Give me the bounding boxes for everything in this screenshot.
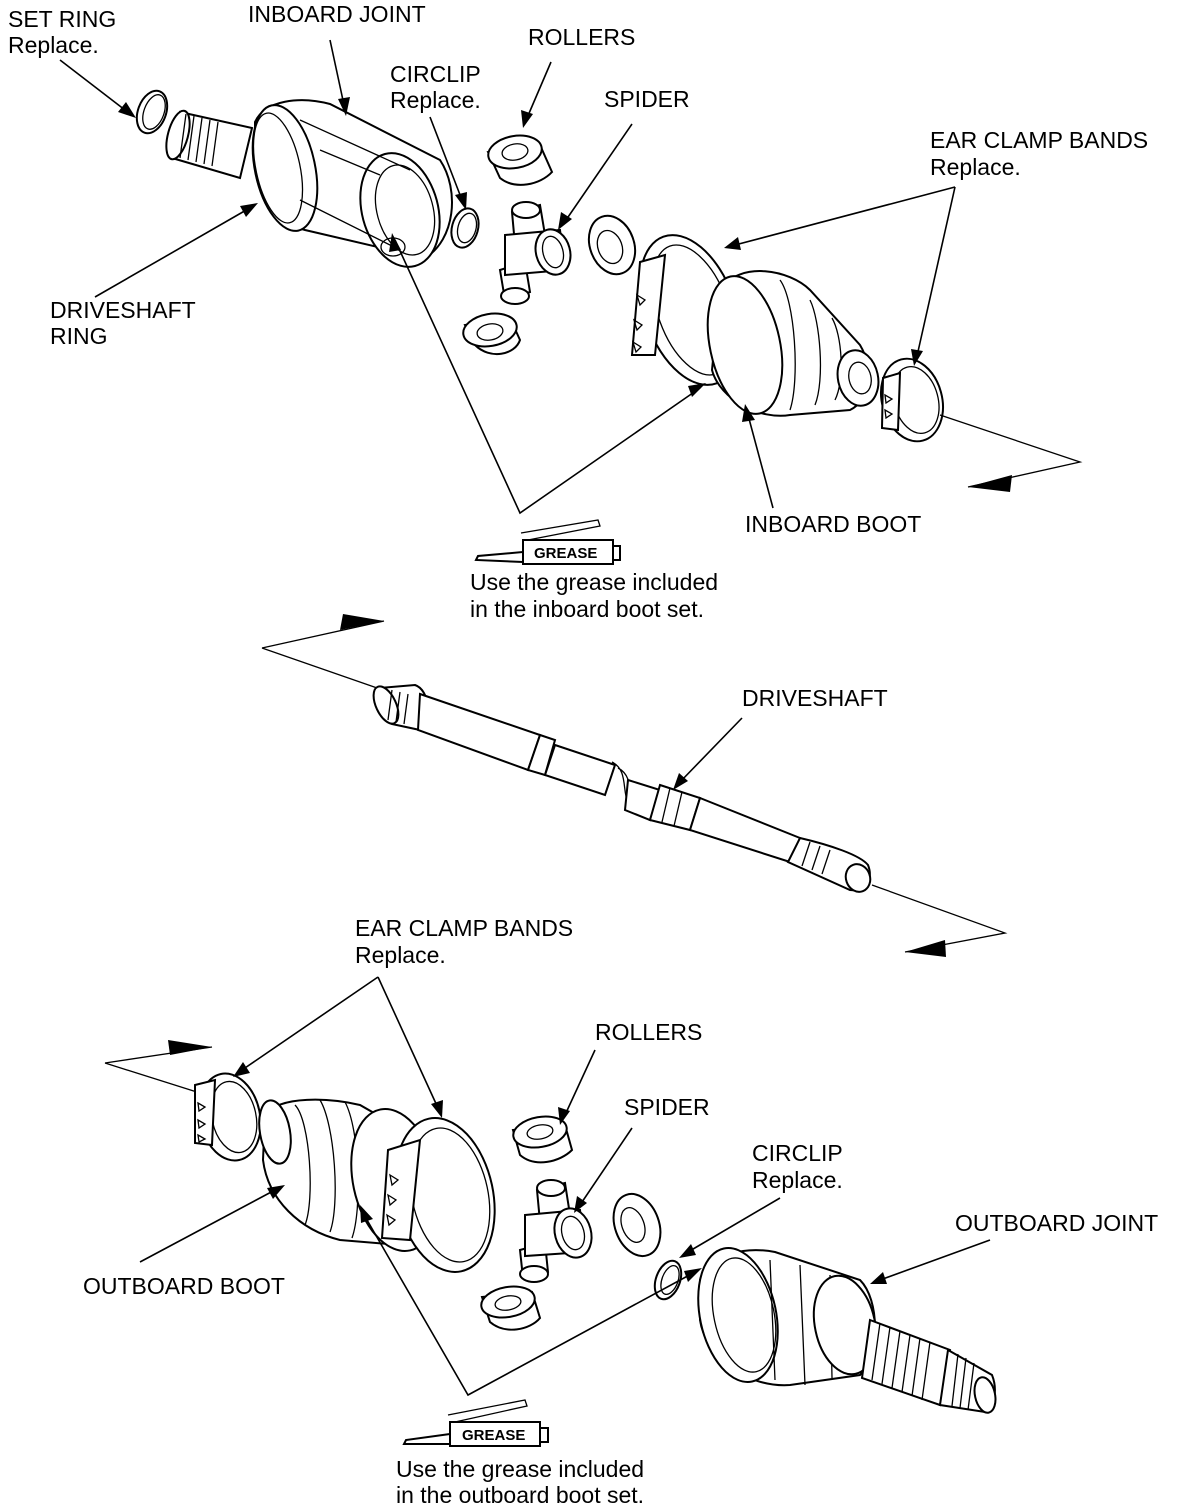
spider-top (498, 201, 572, 305)
label-ear-clamp-bottom: EAR CLAMP BANDS (355, 915, 573, 941)
driveshaft (372, 683, 872, 893)
label-grease-bottom-1: Use the grease included (396, 1456, 644, 1482)
label-circlip-bottom: CIRCLIP (752, 1140, 843, 1166)
label-circlip-bottom-note: Replace. (752, 1167, 843, 1193)
roller-bottom-lower (480, 1285, 542, 1331)
label-grease-top-2: in the inboard boot set. (470, 596, 704, 622)
inboard-boot (706, 270, 880, 417)
label-inboard-joint: INBOARD JOINT (248, 1, 426, 27)
label-grease-top-1: Use the grease included (470, 569, 718, 595)
label-rollers-bottom: ROLLERS (595, 1019, 702, 1045)
label-ear-clamp-top: EAR CLAMP BANDS (930, 127, 1148, 153)
flow-line-top (939, 414, 1083, 492)
label-set-ring-note: Replace. (8, 32, 99, 58)
label-outboard-joint: OUTBOARD JOINT (955, 1210, 1158, 1236)
circlip-top (450, 207, 480, 249)
label-circlip-top-note: Replace. (390, 87, 481, 113)
label-ear-clamp-top-note: Replace. (930, 154, 1021, 180)
flow-line-bottom-left (104, 1040, 213, 1094)
roller-bottom-upper (511, 1115, 574, 1164)
roller-top-right (587, 214, 637, 276)
leader-lines-middle (673, 717, 743, 790)
grease-label-bottom: GREASE (462, 1427, 525, 1444)
label-rollers-top: ROLLERS (528, 24, 635, 50)
circlip-bottom (653, 1259, 683, 1301)
spider-bottom (518, 1179, 593, 1283)
label-circlip-top: CIRCLIP (390, 61, 481, 87)
label-inboard-boot: INBOARD BOOT (745, 511, 921, 537)
flow-line-middle-left (261, 614, 385, 690)
label-ear-clamp-bottom-note: Replace. (355, 942, 446, 968)
outboard-joint (697, 1247, 997, 1414)
grease-label-top: GREASE (534, 545, 597, 562)
leader-lines-top (59, 39, 956, 515)
label-spider-bottom: SPIDER (624, 1094, 710, 1120)
grease-icon-top: GREASE (474, 519, 621, 565)
label-driveshaft: DRIVESHAFT (742, 685, 888, 711)
label-grease-bottom-2: in the outboard boot set. (396, 1482, 644, 1508)
leader-lines-bottom (139, 976, 991, 1397)
set-ring (135, 89, 169, 135)
label-set-ring: SET RING (8, 6, 116, 32)
roller-top-upper (486, 134, 554, 186)
flow-line-middle-right (871, 884, 1008, 957)
inboard-joint (165, 99, 453, 268)
ear-clamp-band-bottom-small (194, 1072, 262, 1162)
label-outboard-boot: OUTBOARD BOOT (83, 1273, 285, 1299)
ear-clamp-band-top-small (880, 357, 944, 443)
ear-clamp-band-bottom-large (380, 1117, 496, 1273)
label-spider-top: SPIDER (604, 86, 690, 112)
roller-bottom-right (612, 1193, 662, 1257)
label-driveshaft-ring-1: DRIVESHAFT (50, 297, 196, 323)
label-driveshaft-ring-2: RING (50, 323, 108, 349)
grease-icon-bottom: GREASE (402, 1399, 549, 1447)
roller-top-lower (462, 312, 522, 355)
